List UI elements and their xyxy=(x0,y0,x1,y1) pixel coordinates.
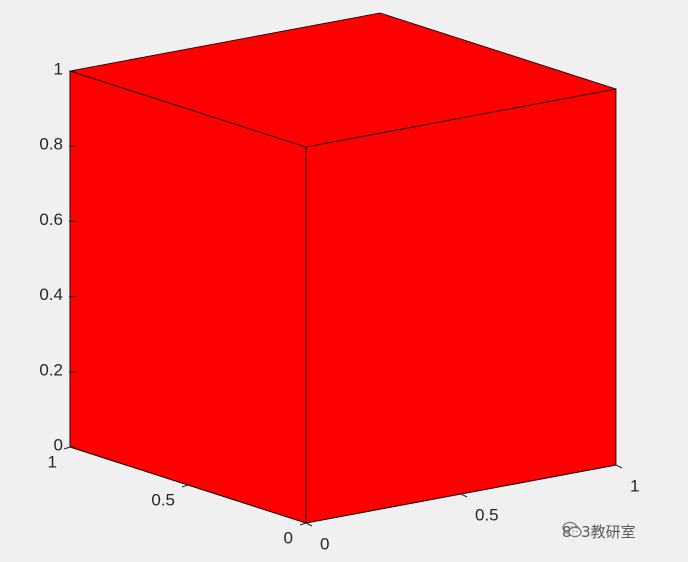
y-tick-label-2: 1 xyxy=(48,452,57,471)
y-tick-label-0: 0 xyxy=(284,528,293,547)
cube-face-top xyxy=(69,12,617,148)
x-tick-0 xyxy=(305,522,313,527)
y-tick-0 xyxy=(299,522,307,526)
cube-face-right xyxy=(305,88,617,524)
z-tick-label-4: 0.8 xyxy=(39,135,63,154)
x-tick-1 xyxy=(460,493,468,498)
y-tick-1 xyxy=(181,484,189,488)
x-tick-2 xyxy=(615,464,623,469)
x-tick-label-0: 0 xyxy=(320,534,329,553)
x-tick-label-1: 0.5 xyxy=(475,505,499,524)
z-tick-label-0: 0 xyxy=(54,435,63,454)
z-tick-label-5: 1 xyxy=(54,59,63,78)
y-tick-label-1: 0.5 xyxy=(151,490,175,509)
wechat-icon xyxy=(562,521,582,538)
watermark: 803教研室 xyxy=(562,521,636,542)
z-tick-label-1: 0.2 xyxy=(39,360,63,379)
watermark-text: 803教研室 xyxy=(562,523,636,541)
x-tick-label-2: 1 xyxy=(630,476,639,495)
y-tick-2 xyxy=(63,446,71,450)
cube-face-left xyxy=(69,70,307,524)
z-tick-label-2: 0.4 xyxy=(39,285,63,304)
z-tick-label-3: 0.6 xyxy=(39,210,63,229)
